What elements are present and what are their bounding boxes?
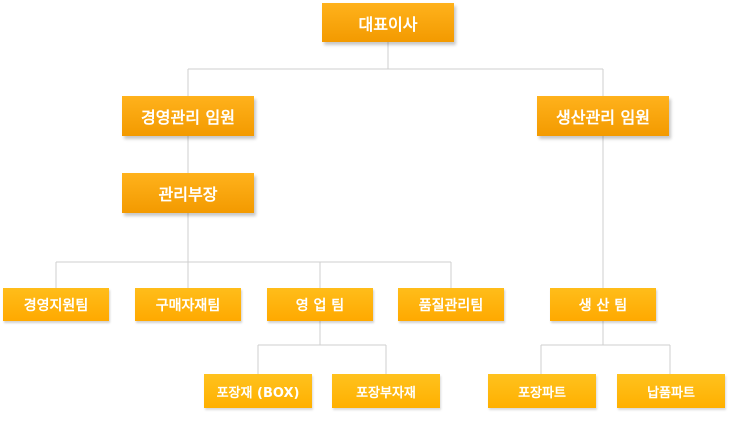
packing-part-node: 포장파트 (488, 374, 596, 408)
packaging-box-node: 포장재 (BOX) (204, 374, 312, 408)
quality-team-node: 품질관리팀 (398, 288, 504, 321)
management-exec-node: 경영관리 임원 (122, 96, 254, 136)
sales-team-node: 영 업 팀 (267, 288, 373, 321)
management-support-team-node: 경영지원팀 (3, 288, 109, 321)
production-exec-node: 생산관리 임원 (537, 96, 669, 136)
admin-manager-node: 관리부장 (122, 173, 254, 213)
production-team-node: 생 산 팀 (550, 288, 656, 321)
packaging-materials-node: 포장부자재 (332, 374, 440, 408)
purchasing-team-node: 구매자재팀 (135, 288, 241, 321)
delivery-part-node: 납품파트 (617, 374, 725, 408)
ceo-node: 대표이사 (322, 3, 454, 42)
